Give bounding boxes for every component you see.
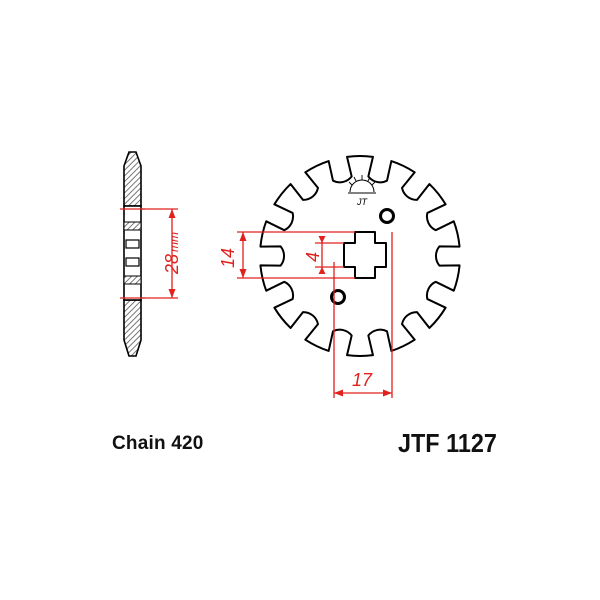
bore-width-dimension: 17 bbox=[333, 232, 393, 398]
bore-width-value: 17 bbox=[352, 370, 373, 390]
side-profile-lower-section bbox=[123, 299, 142, 357]
hub-diameter-unit: mm bbox=[167, 232, 181, 252]
tooth-height-dimension: 14 bbox=[218, 231, 355, 279]
hub-diameter-dimension: 28 mm bbox=[141, 208, 182, 299]
spline-width-value: 4 bbox=[303, 252, 323, 262]
mounting-hole-upper bbox=[379, 208, 395, 224]
chain-size-label: Chain 420 bbox=[112, 433, 204, 454]
part-number-label: JTF 1127 bbox=[398, 428, 497, 458]
spline-width-dimension: 4 bbox=[303, 236, 344, 274]
jt-logo-text: JT bbox=[356, 197, 369, 207]
hub-diameter-value: 28 bbox=[162, 254, 182, 275]
tooth-height-value: 14 bbox=[218, 248, 238, 268]
side-profile-view: 28 mm bbox=[120, 151, 182, 357]
side-profile-upper-section bbox=[123, 151, 142, 207]
side-profile-hub bbox=[123, 205, 142, 301]
mounting-hole-lower bbox=[330, 289, 346, 305]
jt-logo: JT bbox=[348, 175, 376, 207]
sprocket-front-view: JT 14 4 17 bbox=[218, 154, 461, 398]
